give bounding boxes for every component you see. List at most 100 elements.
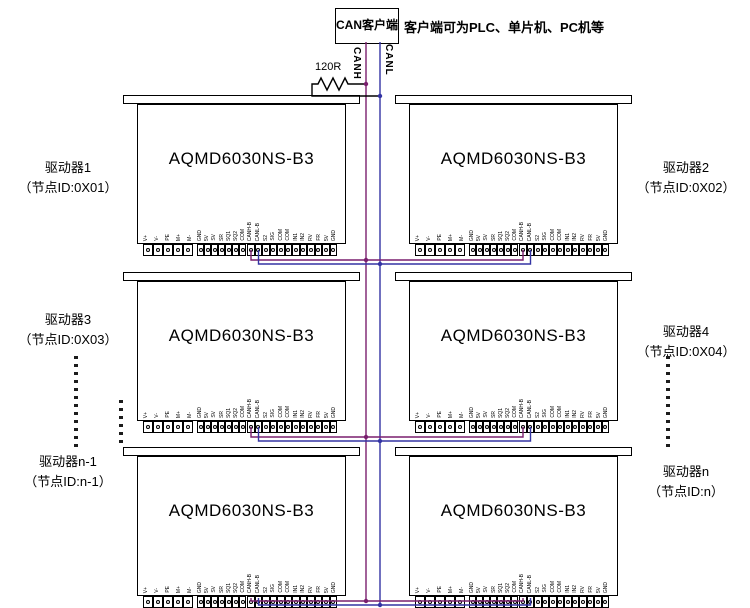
terminal bbox=[163, 596, 173, 608]
terminal bbox=[232, 421, 239, 433]
pin-label: SIG bbox=[542, 409, 549, 418]
terminal bbox=[435, 596, 445, 608]
terminal bbox=[277, 244, 285, 256]
pin-label: RV bbox=[580, 411, 587, 418]
pin-label: CANH-B bbox=[247, 573, 253, 593]
pin-label: PE bbox=[437, 586, 444, 593]
terminal-strip-can-io bbox=[247, 596, 337, 608]
terminal bbox=[173, 596, 183, 608]
terminal-strip-can-io bbox=[519, 421, 609, 433]
terminal bbox=[225, 244, 232, 256]
terminal bbox=[455, 596, 465, 608]
pin-label: SIG bbox=[270, 232, 277, 241]
terminal bbox=[497, 596, 504, 608]
pin-label: SV bbox=[483, 411, 490, 418]
pin-label: V- bbox=[426, 413, 433, 418]
pin-label: GND bbox=[331, 406, 338, 418]
terminal bbox=[564, 596, 572, 608]
terminal-strip-power bbox=[143, 596, 193, 608]
terminal bbox=[511, 244, 518, 256]
terminal bbox=[277, 596, 285, 608]
terminal bbox=[314, 596, 322, 608]
terminal bbox=[143, 244, 153, 256]
terminal bbox=[455, 244, 465, 256]
pin-label: M+ bbox=[448, 410, 455, 418]
termination-resistor bbox=[311, 76, 380, 97]
pin-label: 5V bbox=[595, 411, 602, 418]
terminal-strip-power bbox=[415, 596, 465, 608]
pin-label: S2 bbox=[534, 586, 541, 593]
terminal bbox=[490, 421, 497, 433]
pin-label: CANH-B bbox=[519, 221, 525, 241]
pin-label: SR bbox=[490, 411, 497, 418]
pin-label: V- bbox=[426, 588, 433, 593]
pin-label: CANL-B bbox=[526, 399, 533, 418]
terminal-strip-power bbox=[143, 421, 193, 433]
terminal-strip-power bbox=[415, 244, 465, 256]
pin-label: FR bbox=[315, 411, 322, 418]
pin-label: 5V bbox=[323, 234, 330, 241]
driver-mount-flange bbox=[395, 95, 632, 104]
terminal bbox=[519, 596, 527, 608]
terminal bbox=[601, 596, 609, 608]
terminal bbox=[269, 244, 277, 256]
terminal bbox=[526, 244, 534, 256]
terminal bbox=[571, 244, 579, 256]
pin-label: COM bbox=[557, 229, 563, 241]
terminal bbox=[445, 596, 455, 608]
pin-label: GND bbox=[331, 229, 338, 241]
driver-name: 驱动器4 bbox=[662, 324, 710, 339]
termination-resistor-label: 120R bbox=[315, 61, 342, 73]
terminal bbox=[262, 421, 270, 433]
terminal bbox=[322, 244, 330, 256]
terminal bbox=[247, 421, 255, 433]
pin-label: M- bbox=[187, 587, 194, 593]
driver-node-id: （节点ID:0X01） bbox=[18, 179, 118, 195]
pin-label: SIG bbox=[270, 584, 277, 593]
pin-label: SR bbox=[218, 234, 225, 241]
terminal-strip-can-io bbox=[247, 244, 337, 256]
driver-mount-flange bbox=[395, 447, 632, 456]
junction-dot bbox=[377, 93, 383, 99]
pin-label: SV bbox=[211, 411, 218, 418]
driver-model-label: AQMD6030NS-B3 bbox=[168, 501, 315, 520]
pin-label: RV bbox=[580, 234, 587, 241]
pin-label: M+ bbox=[176, 585, 183, 593]
terminal-strip-can-io bbox=[519, 244, 609, 256]
terminal bbox=[415, 596, 425, 608]
pin-label: GND bbox=[603, 229, 610, 241]
terminal bbox=[239, 244, 246, 256]
terminal bbox=[292, 244, 300, 256]
terminal bbox=[556, 596, 564, 608]
canl-bus-label: CANL bbox=[383, 44, 394, 76]
driver-mount-flange bbox=[395, 272, 632, 281]
terminal-strip-power bbox=[415, 421, 465, 433]
terminal-strip-signal bbox=[469, 421, 518, 433]
pin-label: IN2 bbox=[572, 585, 579, 593]
terminal bbox=[571, 421, 579, 433]
terminal bbox=[534, 596, 542, 608]
terminal bbox=[329, 244, 337, 256]
terminal bbox=[153, 244, 163, 256]
pin-label: S2 bbox=[262, 411, 269, 418]
terminal bbox=[239, 421, 246, 433]
terminal bbox=[307, 244, 315, 256]
pin-label: SQ2 bbox=[233, 407, 240, 418]
terminal bbox=[322, 421, 330, 433]
terminal bbox=[541, 596, 549, 608]
driver-node-id: （节点ID:n-1） bbox=[24, 473, 112, 489]
terminal bbox=[269, 421, 277, 433]
pin-label: FR bbox=[587, 234, 594, 241]
